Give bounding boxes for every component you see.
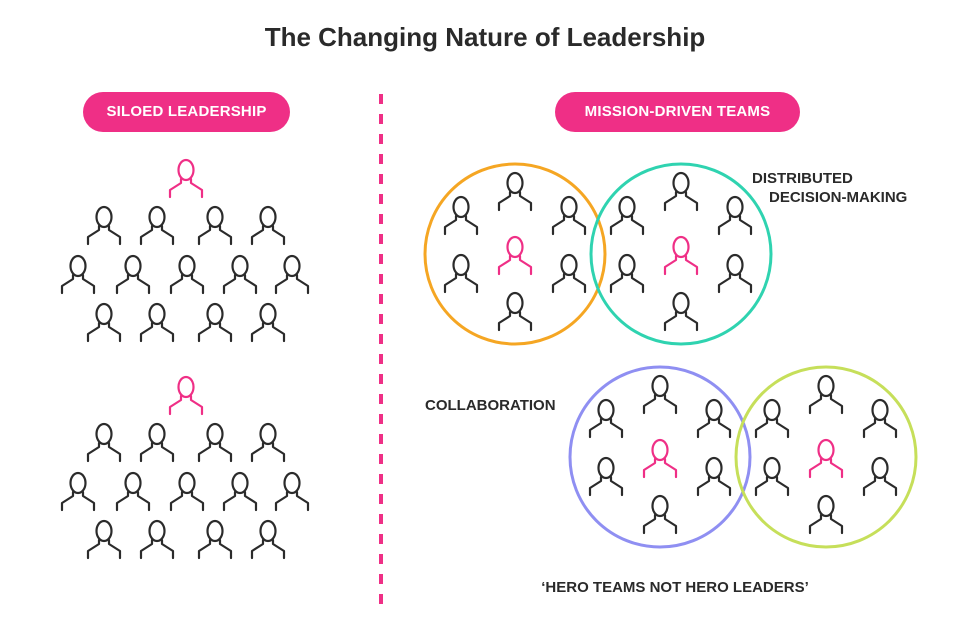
person-icon bbox=[250, 422, 286, 463]
person-icon bbox=[86, 302, 122, 343]
person-icon bbox=[60, 254, 96, 295]
person-icon bbox=[222, 471, 258, 512]
person-icon bbox=[169, 254, 205, 295]
person-icon bbox=[696, 456, 732, 497]
person-icon bbox=[197, 519, 233, 560]
person-icon bbox=[609, 253, 645, 294]
person-icon bbox=[250, 205, 286, 246]
person-icon bbox=[250, 519, 286, 560]
person-icon bbox=[497, 291, 533, 332]
person-icon bbox=[86, 205, 122, 246]
person-icon bbox=[250, 302, 286, 343]
person-icon bbox=[717, 253, 753, 294]
person-icon bbox=[86, 422, 122, 463]
person-icon bbox=[663, 171, 699, 212]
person-icon bbox=[717, 195, 753, 236]
team-circle-purple bbox=[568, 365, 752, 549]
person-icon bbox=[197, 205, 233, 246]
person-icon bbox=[663, 291, 699, 332]
person-icon bbox=[443, 253, 479, 294]
person-icon bbox=[86, 519, 122, 560]
distributed-label: DISTRIBUTED bbox=[752, 170, 853, 187]
person-icon bbox=[862, 456, 898, 497]
person-icon bbox=[169, 471, 205, 512]
person-icon bbox=[588, 398, 624, 439]
person-icon bbox=[754, 398, 790, 439]
person-icon bbox=[696, 398, 732, 439]
team-circle-lime bbox=[734, 365, 918, 549]
person-icon bbox=[808, 374, 844, 415]
person-icon bbox=[642, 494, 678, 535]
person-icon bbox=[115, 471, 151, 512]
leader-person-icon bbox=[497, 235, 533, 276]
person-icon bbox=[115, 254, 151, 295]
person-icon bbox=[222, 254, 258, 295]
team-circle-teal bbox=[589, 162, 773, 346]
person-icon bbox=[274, 254, 310, 295]
person-icon bbox=[274, 471, 310, 512]
person-icon bbox=[588, 456, 624, 497]
person-icon bbox=[197, 422, 233, 463]
person-icon bbox=[609, 195, 645, 236]
leader-person-icon bbox=[168, 158, 204, 199]
person-icon bbox=[139, 302, 175, 343]
leader-person-icon bbox=[168, 375, 204, 416]
person-icon bbox=[60, 471, 96, 512]
siloed-leadership-heading: SILOED LEADERSHIP bbox=[83, 92, 290, 132]
decision-making-label: DECISION-MAKING bbox=[769, 189, 908, 206]
people-group bbox=[60, 158, 898, 560]
person-icon bbox=[551, 253, 587, 294]
person-icon bbox=[808, 494, 844, 535]
person-icon bbox=[443, 195, 479, 236]
person-icon bbox=[139, 519, 175, 560]
collaboration-label: COLLABORATION bbox=[425, 397, 556, 414]
mission-driven-teams-heading: MISSION-DRIVEN TEAMS bbox=[555, 92, 800, 132]
person-icon bbox=[642, 374, 678, 415]
leader-person-icon bbox=[808, 438, 844, 479]
person-icon bbox=[551, 195, 587, 236]
hero-teams-label: ‘HERO TEAMS NOT HERO LEADERS’ bbox=[541, 579, 809, 596]
team-circle-orange bbox=[423, 162, 607, 346]
person-icon bbox=[754, 456, 790, 497]
leader-person-icon bbox=[663, 235, 699, 276]
person-icon bbox=[862, 398, 898, 439]
person-icon bbox=[139, 205, 175, 246]
person-icon bbox=[139, 422, 175, 463]
page-title: The Changing Nature of Leadership bbox=[264, 22, 706, 52]
leader-person-icon bbox=[642, 438, 678, 479]
person-icon bbox=[497, 171, 533, 212]
person-icon bbox=[197, 302, 233, 343]
